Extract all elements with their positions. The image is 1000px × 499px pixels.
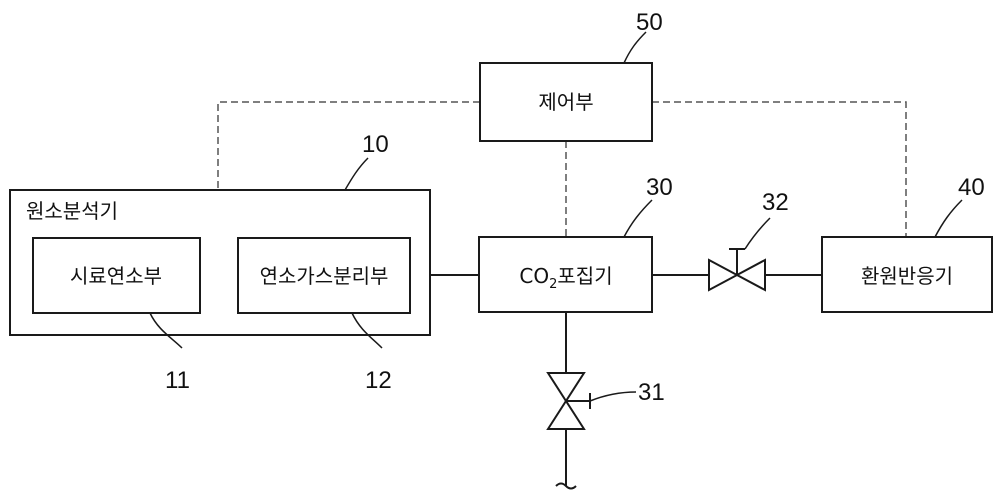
valve-32-leader	[745, 218, 770, 249]
gas-separation-label: 연소가스분리부	[260, 264, 389, 288]
control-unit: 제어부 50	[480, 9, 663, 141]
control-unit-ref: 50	[636, 9, 663, 36]
control-unit-leader	[624, 32, 646, 63]
control-line-to-reactor	[652, 102, 906, 237]
reduction-reactor-leader	[935, 200, 962, 237]
element-analyzer-ref: 10	[362, 131, 389, 158]
control-line-to-analyzer	[218, 102, 480, 190]
co2-capture-label-prefix: CO	[519, 264, 549, 288]
sample-combustion-label: 시료연소부	[70, 264, 162, 288]
valve-32-ref: 32	[762, 189, 789, 216]
co2-capture-label-subscript: 2	[549, 277, 557, 292]
co2-capture-label-suffix: 포집기	[557, 264, 612, 288]
valve-32-body	[709, 260, 737, 290]
co2-capture-label: CO2포집기	[519, 264, 612, 292]
reduction-reactor-label: 환원반응기	[861, 264, 953, 288]
element-analyzer-label: 원소분석기	[26, 199, 118, 223]
valve-31-ref: 31	[638, 379, 665, 406]
co2-capture-leader	[624, 200, 652, 237]
co2-capture-unit: CO2포집기 30	[479, 174, 673, 312]
valve-31-body-bottom	[548, 401, 584, 429]
valve-31-leader	[590, 392, 636, 401]
co2-capture-ref: 30	[646, 174, 673, 201]
valve-31: 31	[548, 373, 665, 429]
control-unit-label: 제어부	[538, 90, 593, 114]
valve-32-body-right	[737, 260, 765, 290]
reduction-reactor-unit: 환원반응기 40	[822, 174, 992, 312]
valve-31-body-top	[548, 373, 584, 401]
sample-combustion-ref: 11	[165, 367, 190, 394]
element-analyzer-leader	[345, 158, 368, 190]
gas-separation-ref: 12	[365, 367, 392, 394]
reduction-reactor-ref: 40	[958, 174, 985, 201]
